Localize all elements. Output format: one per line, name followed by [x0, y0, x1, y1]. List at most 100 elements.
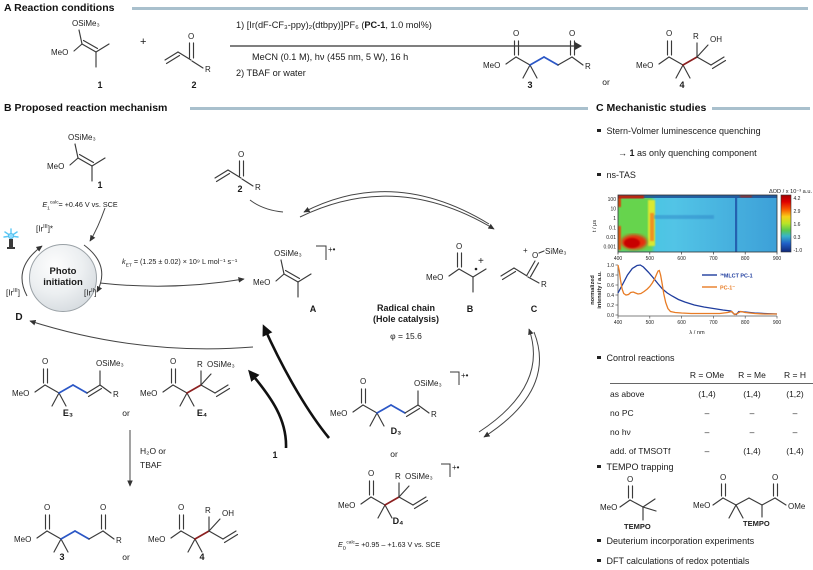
- atom-label-o: O: [627, 475, 633, 484]
- compound-number-1b: 1: [97, 180, 103, 190]
- bullet-control-reactions: Control reactions: [597, 353, 675, 363]
- heatmap-xtick-marks: [617, 252, 778, 255]
- panel-c-rule: [712, 107, 810, 110]
- bullet5-text: Deuterium incorporation experiments: [606, 536, 755, 546]
- structure-2-mechanism: O R: [212, 132, 264, 194]
- radical-cation-charge: +•: [328, 245, 336, 254]
- cell: –: [704, 427, 710, 437]
- heatmap-yticks: 100 10 1 0.1 0.01 0.001: [603, 197, 616, 251]
- cell: (1,4): [743, 389, 761, 399]
- legend-mlct: ³*MLCT PC-1: [720, 274, 753, 280]
- ir-iii-label: [IrIII]: [6, 288, 20, 298]
- quantum-yield: φ = 15.6: [390, 331, 422, 341]
- tempo-label: TEMPO: [743, 519, 770, 528]
- atom-label-o: O: [666, 29, 672, 38]
- atom-label-o: O: [170, 357, 176, 366]
- colorbar-ticks: 4.2 2.9 1.6 0.3 -1.0: [794, 196, 803, 254]
- atom-label-meo: MeO: [426, 273, 443, 282]
- atom-label-o: O: [360, 377, 366, 386]
- atom-label-meo: MeO: [483, 61, 500, 70]
- series-PC-1⁻: [617, 264, 777, 316]
- species-d3-label: D₃: [390, 426, 402, 436]
- ed-value: = +0.95 – +1.63 V vs. SCE: [355, 540, 441, 549]
- control-reactions-table: R = OMe R = Me R = H as above (1,4) (1,4…: [610, 370, 813, 465]
- atom-label-r: R: [255, 183, 261, 192]
- atom-label-r: R: [693, 32, 699, 41]
- table-row: no PC – – –: [610, 408, 813, 418]
- table-header-rule: [610, 383, 813, 384]
- colorbar-title: ΔOD / x 10⁻³ a.u.: [769, 189, 813, 195]
- bullet-square-icon: [597, 464, 601, 468]
- arrow-2-tail: [249, 199, 284, 213]
- atom-label-o: O: [532, 251, 538, 260]
- atom-label-meo: MeO: [47, 162, 64, 171]
- legend-pc1-anion: PC-1⁻: [720, 286, 735, 292]
- linechart-legend: ³*MLCT PC-1 PC-1⁻: [702, 274, 753, 292]
- atom-label-r: R: [431, 410, 437, 419]
- svg-text:0.1: 0.1: [609, 226, 616, 232]
- ed-symbol: E: [338, 540, 343, 549]
- atom-label-meo: MeO: [636, 61, 653, 70]
- svg-text:500: 500: [646, 320, 655, 326]
- ket-sub: ET: [125, 263, 132, 269]
- panel-a-rule: [132, 7, 808, 10]
- compound-number-4b: 4: [199, 552, 205, 562]
- svg-text:600: 600: [677, 320, 686, 326]
- heatmap-xticks: 400 500 600 700 800 900: [614, 256, 782, 262]
- chain-carrier-1-label: 1: [272, 450, 278, 460]
- ir-exc-post: ]*: [47, 224, 54, 234]
- arc-right-outer: [483, 331, 540, 438]
- header-r-ome: R = OMe: [689, 370, 725, 380]
- linechart-xticks: 400 500 600 700 800 900: [614, 320, 782, 326]
- bullet-dft: DFT calculations of redox potentials: [597, 556, 749, 566]
- compound-number-3: 3: [527, 80, 533, 90]
- svg-text:normalized: normalized: [590, 275, 596, 305]
- svg-text:400: 400: [614, 256, 623, 262]
- linechart-ylabel: normalized intensity / a.u.: [590, 271, 603, 309]
- ed-sup: calc: [346, 540, 355, 546]
- atom-label-meo: MeO: [693, 501, 710, 510]
- table-row: add. of TMSOTf – (1,4) (1,4): [610, 446, 813, 456]
- atom-label-osime3: OSiMe₃: [274, 249, 302, 258]
- cell: –: [704, 408, 710, 418]
- result-compound-1: 1: [629, 148, 635, 158]
- photo-line1: Photo: [49, 266, 77, 278]
- atom-label-meo: MeO: [600, 503, 617, 512]
- atom-label-o: O: [44, 503, 50, 512]
- atom-label-meo: MeO: [148, 535, 165, 544]
- structure-e3: MeO O OSiMe₃ R: [12, 348, 130, 410]
- bullet-square-icon: [597, 172, 601, 176]
- bullet1-text: Stern-Volmer luminescence quenching: [606, 126, 761, 136]
- svg-text:0.6: 0.6: [607, 283, 614, 289]
- atom-label-o: O: [456, 242, 462, 251]
- atom-label-r: R: [395, 472, 401, 481]
- or-label-d: or: [390, 449, 398, 459]
- ir-excited-label: [IrIII]*: [36, 224, 53, 234]
- species-d4-label: D₄: [392, 516, 404, 526]
- linechart-series: [617, 264, 778, 316]
- atom-label-meo: MeO: [253, 278, 270, 287]
- condition-line-2: MeCN (0.1 M), hν (455 nm, 5 W), 16 h: [252, 52, 409, 62]
- svg-text:0.0: 0.0: [607, 313, 614, 319]
- radical-chain-line1: Radical chain: [376, 303, 436, 313]
- atom-label-o: O: [513, 29, 519, 38]
- ir-iii-sup: III: [13, 288, 18, 294]
- atom-label-osime3: OSiMe₃: [72, 19, 100, 28]
- atom-label-o: O: [42, 357, 48, 366]
- arrow-chain-to-a: [262, 324, 331, 439]
- e1-value: = +0.46 V vs. SCE: [58, 200, 118, 209]
- svg-text:1.6: 1.6: [794, 222, 801, 228]
- ir-ii-pre: [Ir: [84, 288, 92, 298]
- cell: (1,4): [786, 446, 804, 456]
- heatmap-features: [618, 195, 777, 252]
- bullet-square-icon: [597, 128, 601, 132]
- cell: –: [792, 408, 798, 418]
- radical-cation-charge: +•: [461, 371, 469, 380]
- ket-value: = (1.25 ± 0.02) × 10⁹ L mol⁻¹ s⁻¹: [133, 257, 238, 266]
- row-label: no PC: [610, 408, 634, 418]
- structure-d3-radical-cation: MeO O OSiMe₃ R +•: [330, 368, 470, 430]
- svg-text:800: 800: [741, 256, 750, 262]
- svg-text:0.2: 0.2: [607, 303, 614, 309]
- bullet-deuterium: Deuterium incorporation experiments: [597, 536, 754, 546]
